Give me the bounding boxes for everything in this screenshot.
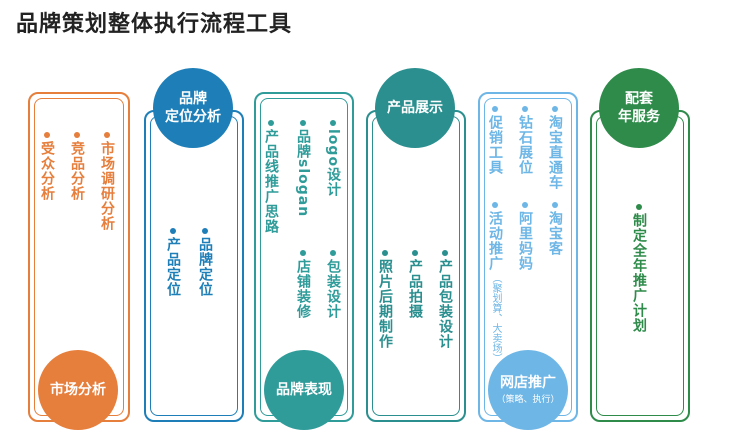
item-photo-post-production: 照片后期制作 [377,259,393,349]
item-product-line-strategy: 产品线推广思路 [263,129,279,234]
circle-brand-positioning: 品牌 定位分析 [153,68,233,148]
list-item: 活动推广 （聚划算、大卖场） [487,202,503,363]
bullet-dot [300,120,306,126]
circle-label-line2: 年服务 [618,109,660,125]
circle-label: 市场分析 [50,382,106,398]
item-alimama: 阿里妈妈 [517,211,533,271]
panel-product-display: 照片后期制作 产品拍摄 产品包装设计 [366,110,466,422]
list-item: 受众分析 [39,132,55,201]
list-item: 品牌slogan [295,120,311,218]
list-item: logo设计 [325,120,341,198]
list-item: 市场调研分析 [99,132,115,231]
bullet-dot [522,106,528,112]
item-logo-design: logo设计 [325,129,341,198]
panel-brand-expression: 产品线推广思路 品牌slogan logo设计 店铺装修 包装设计 [254,92,354,422]
circle-product-display: 产品展示 [375,68,455,148]
circle-label-line2: 定位分析 [165,109,221,125]
circle-label: 网店推广 [500,375,556,391]
item-diamond-booth: 钻石展位 [517,115,533,175]
circle-label: 品牌表现 [276,382,332,398]
bullet-dot [330,250,336,256]
bullet-dot [492,106,498,112]
bullet-dot [552,106,558,112]
bullet-dot [300,250,306,256]
list-item: 竞品分析 [69,132,85,201]
bullet-dot [492,202,498,208]
list-item: 阿里妈妈 [517,202,533,271]
list-item: 照片后期制作 [377,250,393,349]
item-packaging-design: 包装设计 [325,259,341,319]
list-item: 促销工具 [487,106,503,175]
item-taobaoke: 淘宝客 [547,211,563,256]
item-competitor-analysis: 竞品分析 [69,141,85,201]
item-promotion-tools: 促销工具 [487,115,503,175]
item-market-research: 市场调研分析 [99,141,115,231]
panel-inner-frame [150,116,238,416]
bullet-dot [74,132,80,138]
bullet-dot [442,250,448,256]
item-product-packaging-design: 产品包装设计 [437,259,453,349]
item-brand-slogan: 品牌slogan [295,129,311,218]
bullet-dot [202,228,208,234]
panel-brand-positioning: 产品定位 品牌定位 [144,110,244,422]
circle-sublabel: （策略、执行） [496,395,560,405]
panel-market-analysis: 受众分析 竞品分析 市场调研分析 [28,92,130,422]
circle-brand-expression: 品牌表现 [264,350,344,430]
circle-market-analysis: 市场分析 [38,350,118,430]
bullet-dot [330,120,336,126]
item-brand-positioning: 品牌定位 [197,237,213,297]
list-item: 产品拍摄 [407,250,423,319]
item-annual-plan: 制定全年推广计划 [631,213,647,333]
circle-annual-service: 配套 年服务 [599,68,679,148]
bullet-dot [636,204,642,210]
item-taobao-express: 淘宝直通车 [547,115,563,190]
list-item: 包装设计 [325,250,341,319]
list-item: 制定全年推广计划 [631,204,647,333]
page-title: 品牌策划整体执行流程工具 [16,12,293,37]
circle-label: 产品展示 [387,100,443,116]
bullet-dot [412,250,418,256]
list-item: 淘宝客 [547,202,563,256]
panel-annual-service: 制定全年推广计划 [590,110,690,422]
list-item: 品牌定位 [197,228,213,297]
bullet-dot [104,132,110,138]
list-item: 产品线推广思路 [263,120,279,234]
list-item: 店铺装修 [295,250,311,319]
list-item: 产品包装设计 [437,250,453,349]
item-audience-analysis: 受众分析 [39,141,55,201]
circle-online-store-promotion: 网店推广 （策略、执行） [488,350,568,430]
item-product-photography: 产品拍摄 [407,259,423,319]
list-item: 淘宝直通车 [547,106,563,190]
item-event-promotion: 活动推广 [487,211,503,271]
bullet-dot [552,202,558,208]
list-item: 产品定位 [165,228,181,297]
item-event-note: （聚划算、大卖场） [490,273,501,363]
circle-label-line1: 品牌 [179,91,207,107]
bullet-dot [170,228,176,234]
list-item: 钻石展位 [517,106,533,175]
bullet-dot [522,202,528,208]
bullet-dot [268,120,274,126]
circle-label-line1: 配套 [625,91,653,107]
item-store-decoration: 店铺装修 [295,259,311,319]
bullet-dot [44,132,50,138]
bullet-dot [382,250,388,256]
item-product-positioning: 产品定位 [165,237,181,297]
